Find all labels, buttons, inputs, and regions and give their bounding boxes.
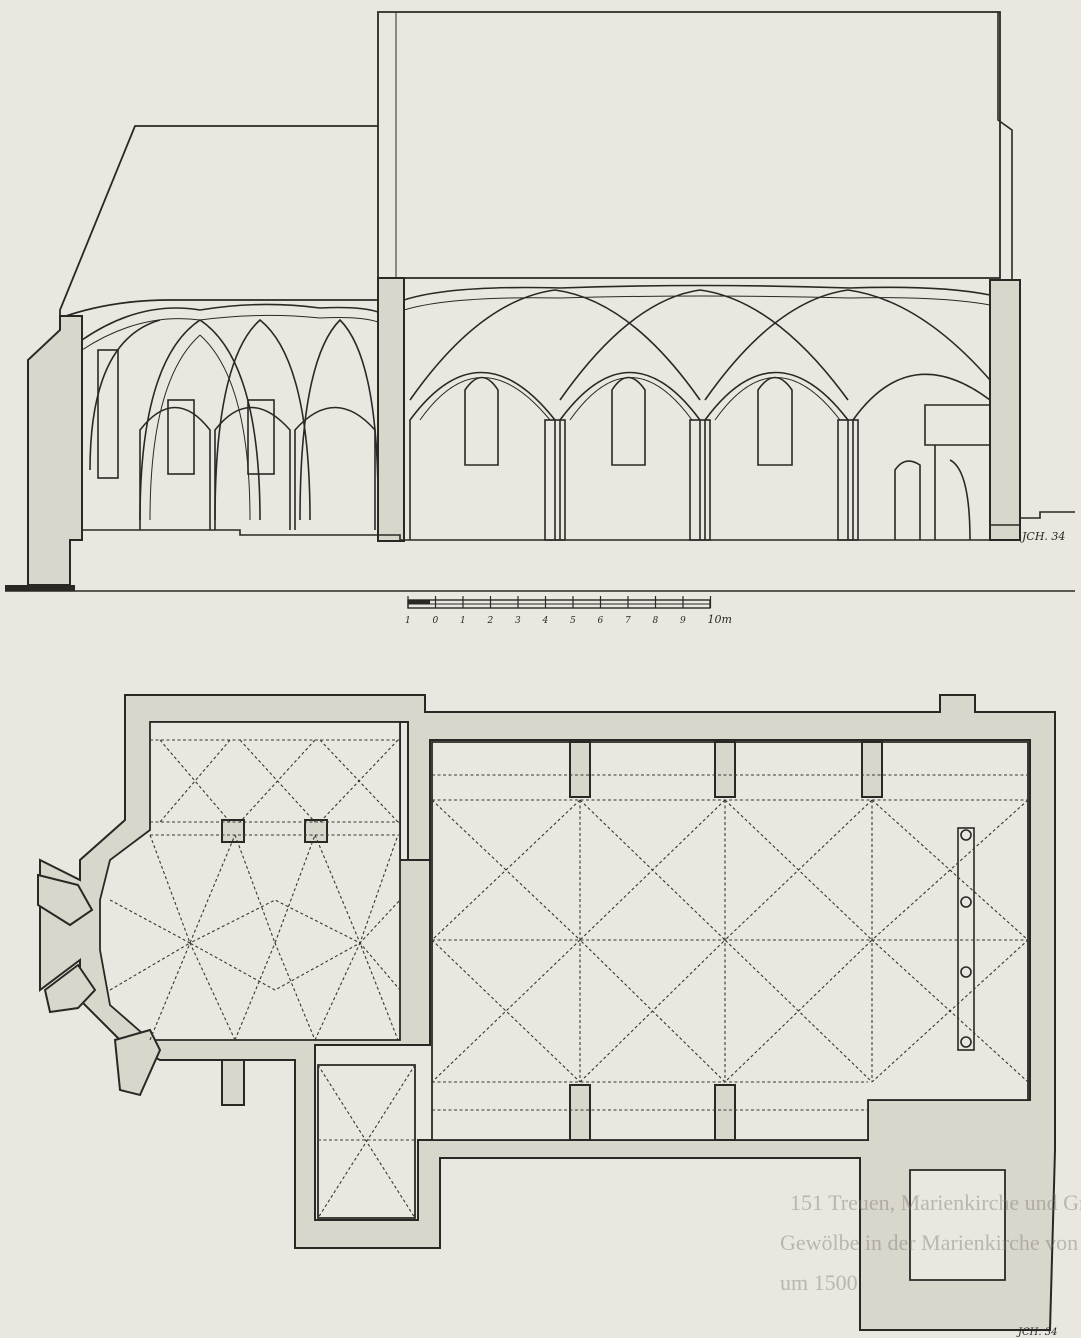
bleed-through-line-1: 151 Treuen, Marienkirche und Grundriss [790, 1190, 1081, 1215]
nave-vaults [403, 284, 991, 540]
nave-buttresses [569, 741, 883, 1141]
bleed-through-text: 151 Treuen, Marienkirche und Grundriss G… [780, 1190, 1081, 1295]
gable-edge [997, 12, 1013, 285]
scale-tick-label: 4 [542, 616, 549, 626]
tower-interior [909, 1169, 1006, 1281]
scale-tick-label: 2 [487, 616, 494, 626]
nave-interior [431, 741, 1029, 1141]
gallery-columns [957, 827, 975, 1051]
scale-tick-label: 9 [680, 616, 686, 626]
choir-buttresses [37, 873, 245, 1106]
bleed-through-line-2: Gewölbe in der Marienkirche von Treuen [780, 1230, 1081, 1255]
scale-tick-label: 10m [708, 613, 732, 626]
ground-hatch [5, 585, 75, 591]
scale-tick-label: 5 [570, 616, 576, 626]
scale-bar: 1 0 1 2 3 4 5 6 7 8 9 10m [405, 596, 732, 626]
nave-vault-ribs [431, 774, 1029, 1111]
gallery-doorway [894, 460, 921, 540]
west-buttress [27, 315, 83, 586]
nave-windows [464, 376, 793, 466]
plan-signature: JCH. 34 [1016, 1327, 1057, 1338]
ground-plan: JCH. 34 [37, 694, 1057, 1338]
scale-bar-ticks: 1 0 1 2 3 4 5 6 7 8 9 10m [405, 596, 732, 626]
choir-vaults [81, 303, 379, 521]
scale-tick-label: 3 [515, 616, 521, 626]
scale-tick-label: 1 [405, 616, 411, 626]
nave-gable [377, 11, 1001, 301]
choir-roof [59, 125, 381, 320]
scale-tick-label: 6 [598, 616, 604, 626]
scale-tick-label: 8 [653, 616, 659, 626]
triumph-wall [377, 277, 405, 542]
longitudinal-section: JCH. 34 [5, 11, 1075, 592]
choir-piers [221, 819, 328, 843]
scale-tick-label: 7 [625, 616, 631, 626]
choir-arcades [97, 349, 376, 530]
east-wall [989, 279, 1021, 541]
scale-tick-label: 1 [460, 616, 466, 626]
west-gallery [924, 404, 991, 541]
nave-piers [544, 419, 859, 541]
bleed-through-line-3: um 1500 [780, 1270, 858, 1295]
section-signature: JCH. 34 [1020, 530, 1065, 543]
choir-interior [99, 721, 401, 1041]
floor-line [82, 511, 1075, 541]
scale-tick-label: 0 [433, 616, 439, 626]
sacristy-vault-ribs [317, 1064, 416, 1219]
choir-vault-ribs [109, 739, 401, 1041]
